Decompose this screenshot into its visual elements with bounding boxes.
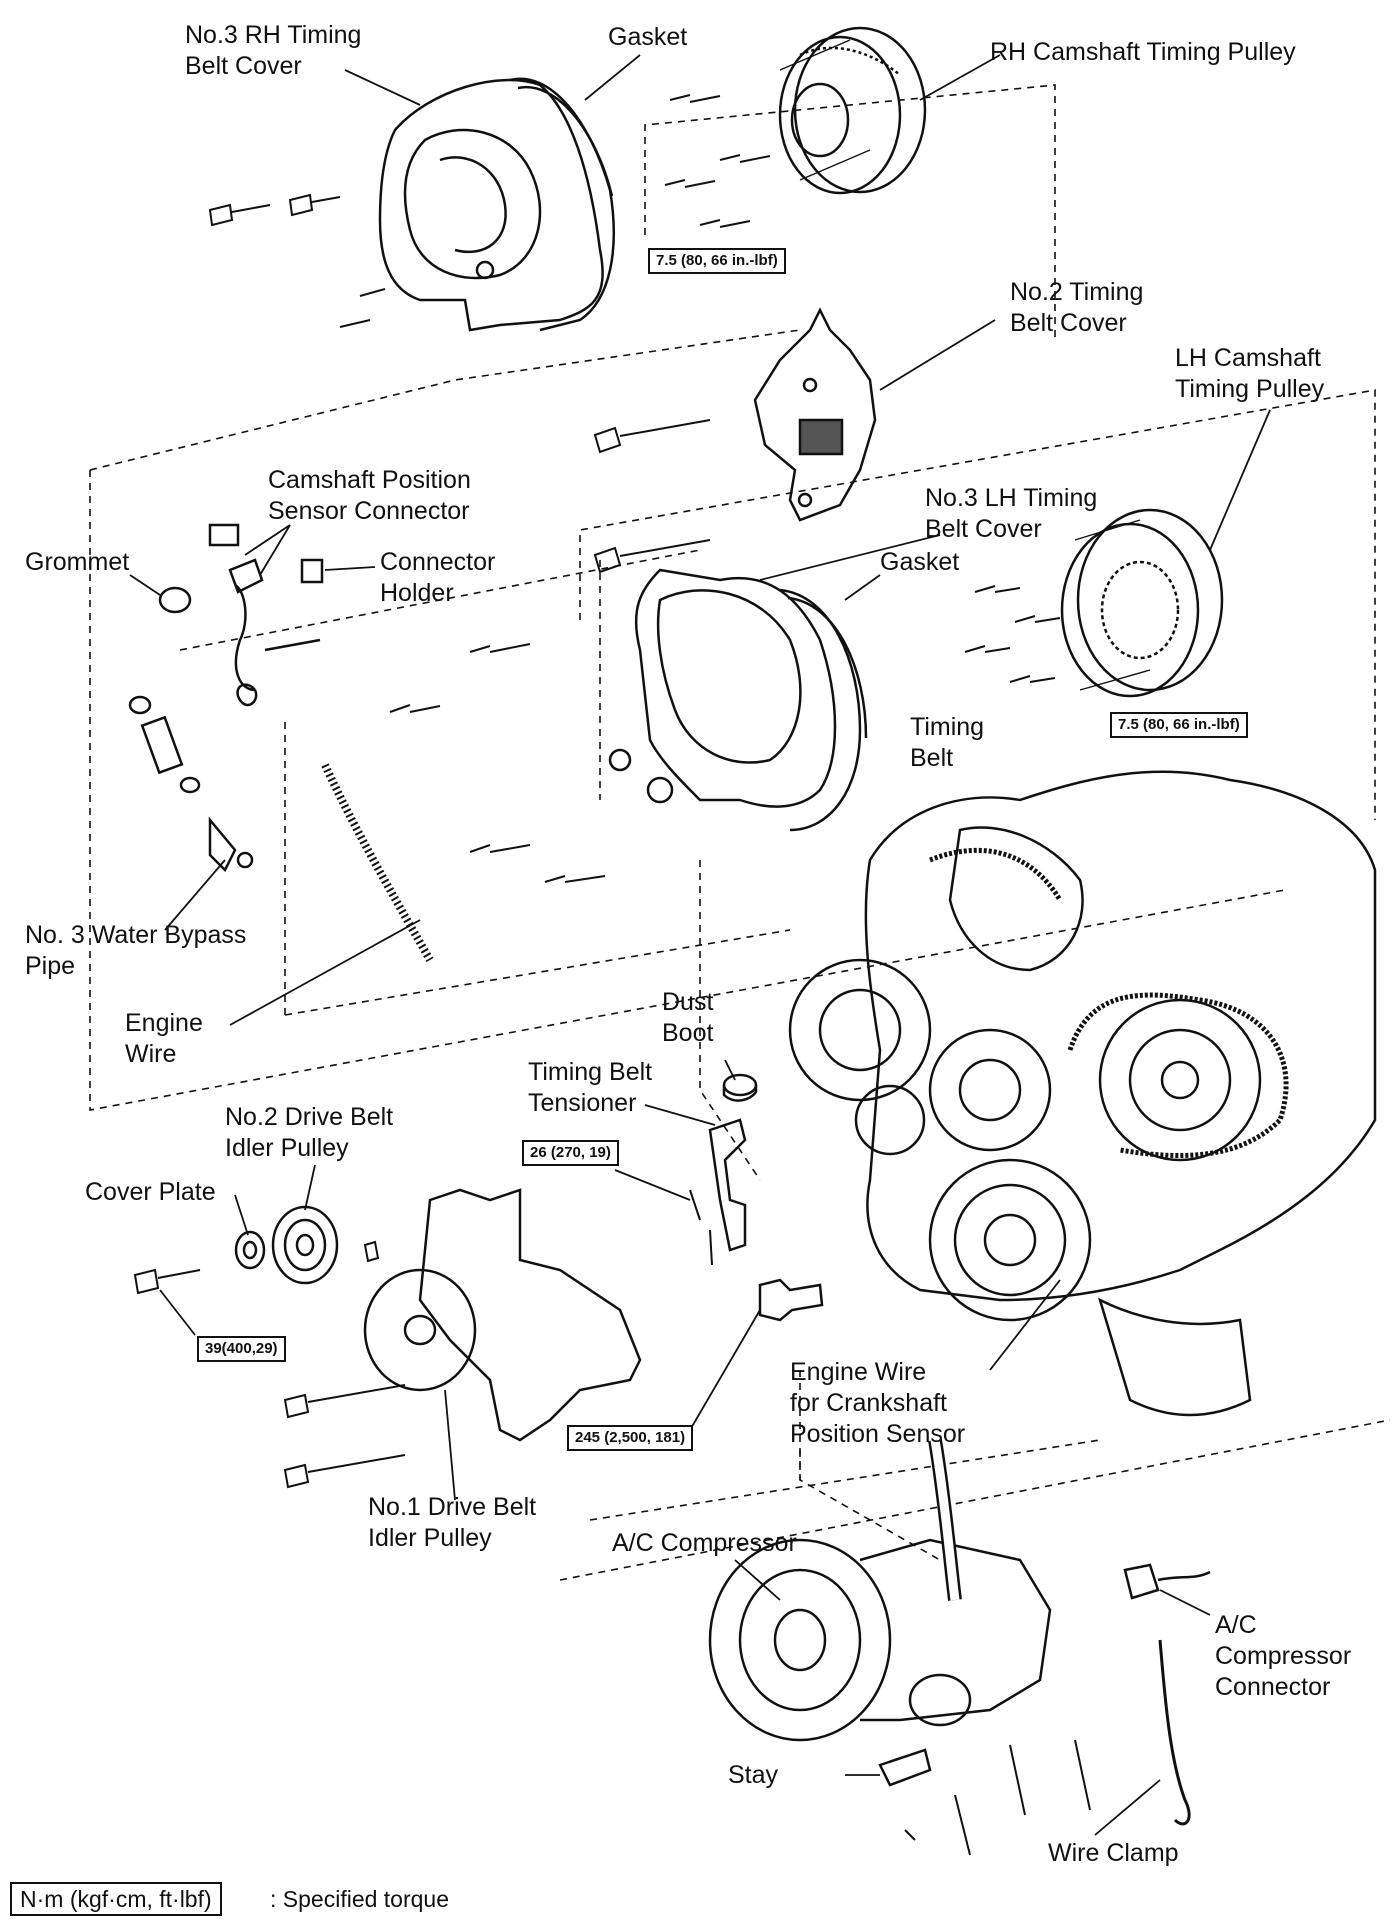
timing-belt-tensioner: [708, 1073, 758, 1252]
label-engine-wire-crank-line1: Engine Wire: [790, 1358, 927, 1386]
label-grommet: Grommet: [25, 548, 130, 576]
label-ac-compressor: A/C Compressor: [612, 1529, 797, 1557]
label-ac-connector-line3: Connector: [1215, 1673, 1331, 1701]
label-lh-camshaft-pulley-line2: Timing Pulley: [1175, 375, 1325, 403]
label-cover-plate: Cover Plate: [85, 1178, 216, 1206]
no2-drive-belt-idler-pulley: [271, 1205, 339, 1285]
label-no3-rh-cover-line1: No.3 RH Timing: [185, 21, 362, 49]
label-engine-wire-crank-line3: Position Sensor: [790, 1420, 966, 1448]
engine-assembly: [788, 770, 1377, 1417]
torque-tensioner: 26 (270, 19): [522, 1140, 619, 1166]
label-engine-wire-crank-line2: for Crankshaft: [790, 1389, 948, 1417]
camshaft-position-sensor-parts: [158, 523, 324, 707]
label-lh-camshaft-pulley-line1: LH Camshaft: [1175, 344, 1321, 372]
label-water-bypass-pipe-line2: Pipe: [25, 952, 76, 980]
ac-bolts: [904, 1739, 1091, 1856]
label-belt-tensioner-line2: Tensioner: [528, 1089, 637, 1117]
legend-text: : Specified torque: [270, 1886, 450, 1912]
label-no3-lh-cover-line1: No.3 LH Timing: [925, 484, 1098, 512]
no3-lh-timing-belt-cover: [608, 568, 837, 808]
rh-camshaft-timing-pulley: [778, 26, 927, 195]
label-no3-lh-cover-line2: Belt Cover: [925, 515, 1042, 543]
engine-wire: [321, 763, 434, 962]
label-ac-connector-line2: Compressor: [1215, 1642, 1352, 1670]
torque-crank: 245 (2,500, 181): [567, 1425, 694, 1451]
idler-bracket: [418, 1188, 642, 1442]
label-gasket-top: Gasket: [608, 23, 688, 51]
leader-lines: [129, 54, 1271, 1836]
torque-rh-pulley: 7.5 (80, 66 in.-lbf): [648, 248, 786, 274]
label-no2-idler-line2: Idler Pulley: [225, 1134, 349, 1162]
label-ac-connector-line1: A/C: [1215, 1611, 1257, 1639]
label-no2-idler-line1: No.2 Drive Belt: [225, 1103, 394, 1131]
label-no2-cover-line1: No.2 Timing: [1010, 278, 1144, 306]
water-bypass-pipe: [128, 695, 254, 873]
label-engine-wire-line1: Engine: [125, 1009, 203, 1037]
label-no2-cover-line2: Belt Cover: [1010, 309, 1127, 337]
label-dust-boot-line2: Boot: [662, 1019, 714, 1047]
label-gasket-mid: Gasket: [880, 548, 960, 576]
no3-rh-timing-belt-cover: [378, 78, 604, 332]
label-stay: Stay: [728, 1761, 779, 1789]
assembly-guide-lines: [89, 84, 1391, 1581]
label-connector-holder-line2: Holder: [380, 579, 454, 607]
lh-camshaft-timing-pulley: [1060, 508, 1224, 698]
label-rh-camshaft-timing-pulley: RH Camshaft Timing Pulley: [990, 38, 1296, 66]
bolts: [133, 94, 1061, 1489]
rh-cover-gasket: [509, 77, 615, 332]
label-timing-belt-line2: Belt: [910, 744, 954, 772]
lh-cover-gasket: [779, 588, 868, 832]
crankshaft-bolt: [758, 1278, 824, 1322]
label-timing-belt-line1: Timing: [910, 713, 985, 741]
stay: [878, 1748, 932, 1787]
torque-idler: 39(400,29): [197, 1336, 286, 1362]
label-cam-sensor-connector-line2: Sensor Connector: [268, 497, 470, 525]
label-cam-sensor-connector-line1: Camshaft Position: [268, 466, 471, 494]
cover-plate: [234, 1230, 266, 1270]
torque-lh-pulley: 7.5 (80, 66 in.-lbf): [1110, 712, 1248, 738]
wire-clamp: [1158, 1639, 1191, 1826]
label-connector-holder-line1: Connector: [380, 548, 496, 576]
label-no1-idler-line2: Idler Pulley: [368, 1524, 492, 1552]
no1-drive-belt-idler-pulley: [363, 1268, 477, 1392]
label-wire-clamp: Wire Clamp: [1048, 1839, 1179, 1867]
label-water-bypass-pipe-line1: No. 3 Water Bypass: [25, 921, 247, 949]
label-dust-boot-line1: Dust: [662, 988, 714, 1016]
ac-compressor-connector: [1123, 1563, 1211, 1600]
label-belt-tensioner-line1: Timing Belt: [528, 1058, 653, 1086]
label-no3-rh-cover-line2: Belt Cover: [185, 52, 302, 80]
no2-timing-belt-cover: [753, 307, 877, 522]
label-engine-wire-line2: Wire: [125, 1040, 177, 1068]
label-no1-idler-line1: No.1 Drive Belt: [368, 1493, 537, 1521]
ac-compressor: [708, 1438, 1052, 1742]
legend-unit-box: N·m (kgf·cm, ft·lbf): [10, 1882, 222, 1916]
